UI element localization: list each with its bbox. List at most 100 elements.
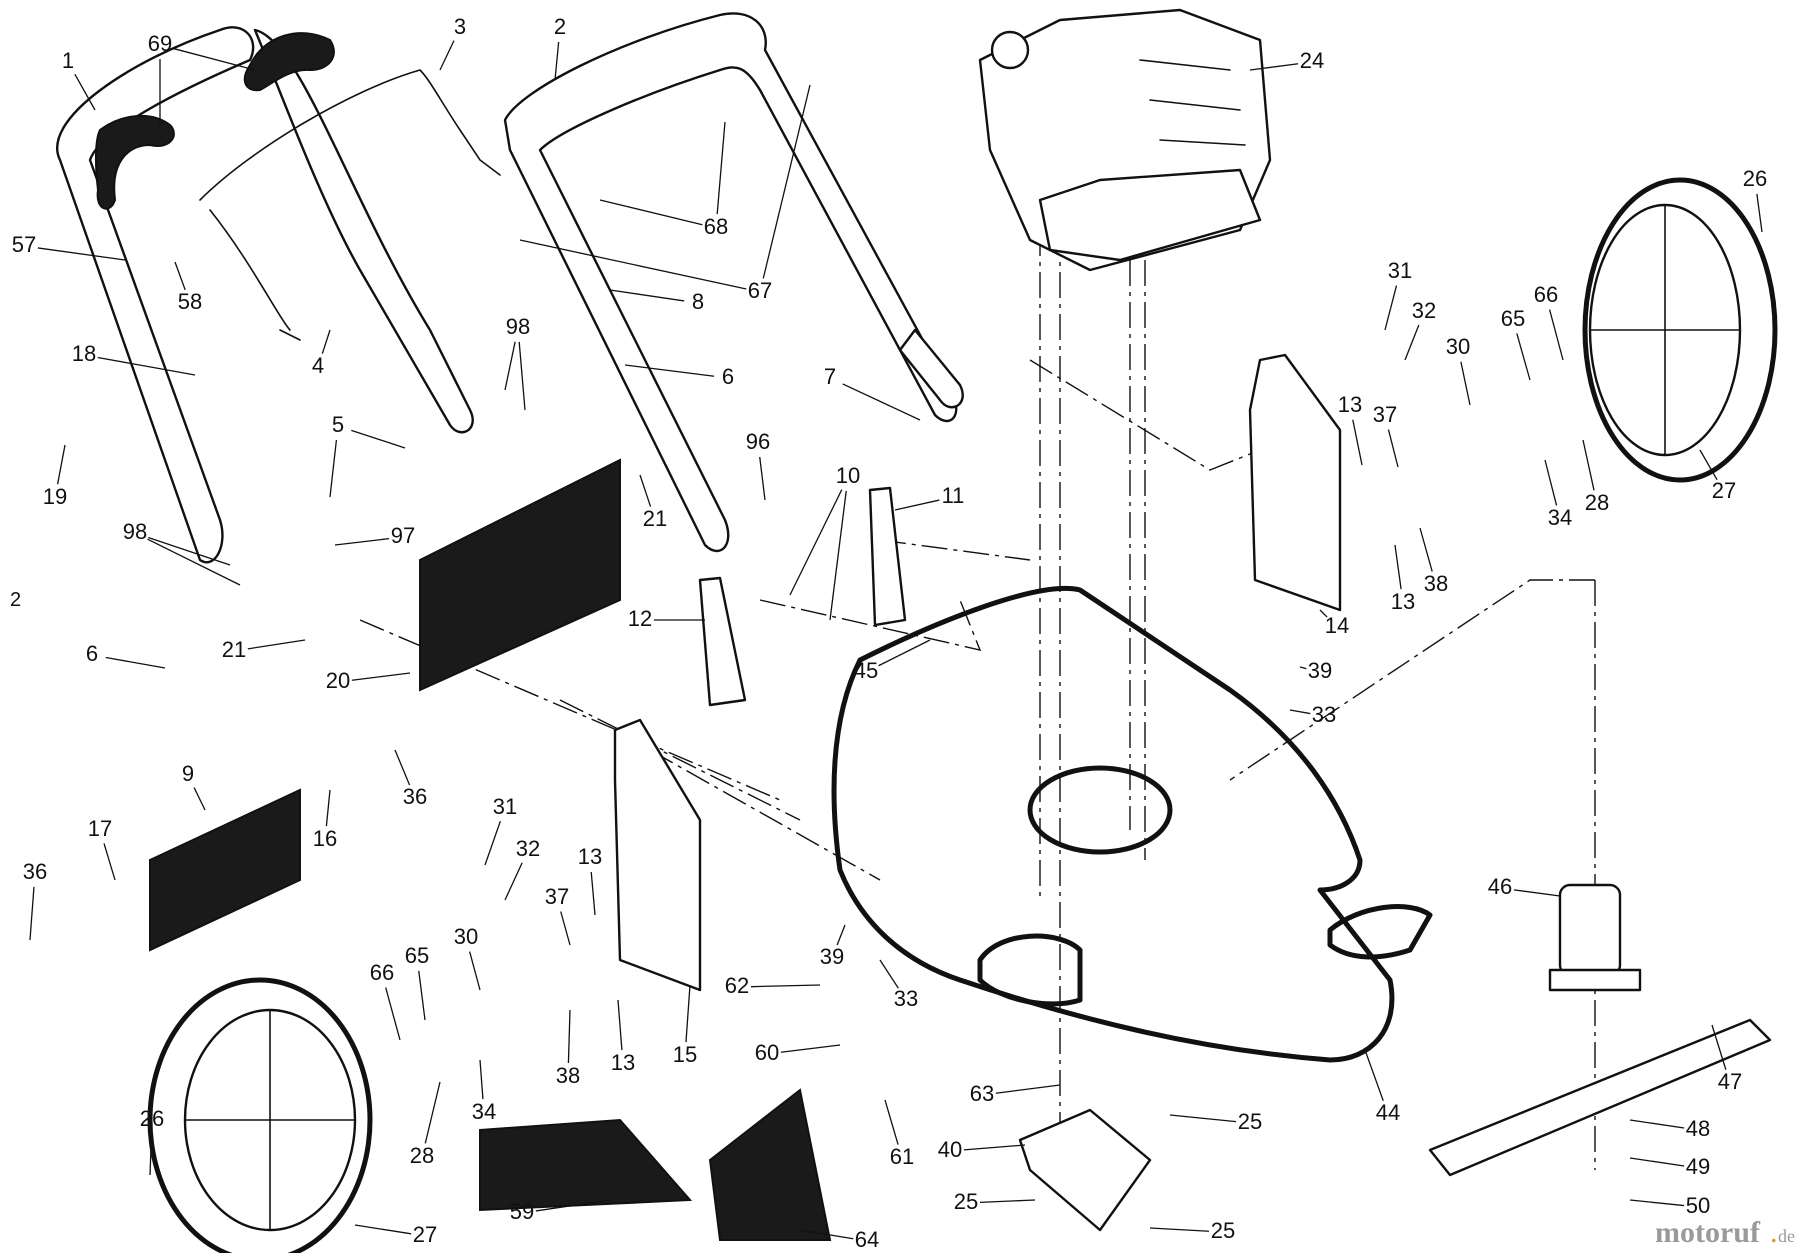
callout-57: 57: [12, 232, 36, 257]
leader-27: [1699, 449, 1718, 481]
callout-31: 31: [1388, 258, 1412, 283]
leader-47: [1711, 1024, 1727, 1070]
callout-98: 98: [506, 314, 530, 339]
callout-10: 10: [836, 463, 860, 488]
callout-48: 48: [1686, 1116, 1710, 1141]
leader-64: [799, 1229, 854, 1240]
callout-6: 6: [722, 364, 734, 389]
callout-68: 68: [704, 214, 728, 239]
callout-13: 13: [611, 1050, 635, 1075]
callout-26: 26: [140, 1106, 164, 1131]
callout-13: 13: [1338, 392, 1362, 417]
leader-40: [963, 1144, 1026, 1151]
watermark-tld: de: [1778, 1226, 1795, 1246]
callout-2: 2: [554, 14, 566, 39]
leader-28: [1582, 439, 1595, 491]
leader-66: [1548, 309, 1564, 361]
callout-47: 47: [1718, 1069, 1742, 1094]
leader-68: [716, 121, 726, 215]
callout-37: 37: [545, 884, 569, 909]
callout-13: 13: [578, 844, 602, 869]
leader-33: [879, 959, 899, 989]
control-bar: [199, 69, 501, 341]
callout-7: 7: [824, 364, 836, 389]
callout-38: 38: [1424, 571, 1448, 596]
callout-36: 36: [403, 784, 427, 809]
leader-62: [750, 984, 821, 988]
leader-3: [439, 40, 455, 71]
side-label: 2: [10, 589, 21, 611]
leader-9: [193, 787, 206, 811]
leader-13: [590, 871, 596, 916]
callout-3: 3: [454, 14, 466, 39]
leader-67-b: [519, 239, 747, 290]
leader-15: [685, 984, 691, 1043]
leader-61: [884, 1099, 899, 1145]
callout-27: 27: [413, 1222, 437, 1247]
leader-10: [789, 489, 843, 596]
leader-26: [149, 1133, 153, 1176]
rear-shield-hinge: [419, 458, 621, 692]
height-adjust-bracket-left: [613, 718, 702, 992]
callout-65: 65: [1501, 306, 1525, 331]
callout-49: 49: [1686, 1154, 1710, 1179]
leader-37: [560, 911, 571, 946]
callout-64: 64: [855, 1227, 879, 1252]
leader-8: [609, 289, 685, 302]
leader-39: [836, 924, 846, 946]
callout-44: 44: [1376, 1100, 1400, 1125]
rear-flap: [149, 788, 301, 952]
callout-31: 31: [493, 794, 517, 819]
leader-98-b: [518, 341, 526, 411]
callout-12: 12: [628, 606, 652, 631]
leader-97: [334, 537, 390, 546]
leader-49: [1629, 1157, 1685, 1167]
leader-39: [1299, 666, 1307, 670]
callout-65: 65: [405, 943, 429, 968]
alignment-lines: [359, 230, 1596, 1180]
leader-25: [979, 1199, 1036, 1204]
blade: [1428, 1018, 1772, 1177]
leader-13: [1394, 544, 1402, 590]
leader-6: [105, 656, 166, 669]
callout-98: 98: [123, 519, 147, 544]
leader-34: [479, 1059, 484, 1100]
leader-45: [878, 639, 931, 667]
leader-34: [1544, 459, 1558, 506]
callout-28: 28: [1585, 490, 1609, 515]
leader-37: [1387, 429, 1399, 468]
callout-25: 25: [1238, 1109, 1262, 1134]
leader-1: [74, 73, 96, 111]
leader-36: [394, 749, 411, 786]
leader-14: [1319, 609, 1328, 618]
upper-handle: [503, 12, 964, 552]
leader-44: [1364, 1049, 1384, 1102]
callout-28: 28: [410, 1143, 434, 1168]
callout-96: 96: [746, 429, 770, 454]
callout-20: 20: [326, 668, 350, 693]
leader-31: [1384, 285, 1398, 331]
callout-33: 33: [894, 986, 918, 1011]
leader-4: [321, 329, 331, 354]
callout-25: 25: [954, 1189, 978, 1214]
leader-7: [842, 383, 921, 421]
leader-46: [1513, 889, 1561, 897]
leader-13: [617, 999, 623, 1051]
leader-32: [504, 862, 523, 901]
callout-46: 46: [1488, 874, 1512, 899]
watermark-dot: .: [1770, 1216, 1778, 1249]
leader-38: [1419, 527, 1433, 572]
callout-14: 14: [1325, 613, 1349, 638]
callout-15: 15: [673, 1042, 697, 1067]
callout-9: 9: [182, 761, 194, 786]
callout-27: 27: [1712, 478, 1736, 503]
leader-25: [1169, 1114, 1237, 1123]
callout-25: 25: [1211, 1218, 1235, 1243]
adjustment-plates: [698, 486, 907, 707]
discharge-chute: [708, 1088, 832, 1241]
watermark-brand: motoruf: [1655, 1216, 1761, 1249]
callout-32: 32: [1412, 298, 1436, 323]
leader-30: [1460, 361, 1471, 406]
callout-38: 38: [556, 1063, 580, 1088]
